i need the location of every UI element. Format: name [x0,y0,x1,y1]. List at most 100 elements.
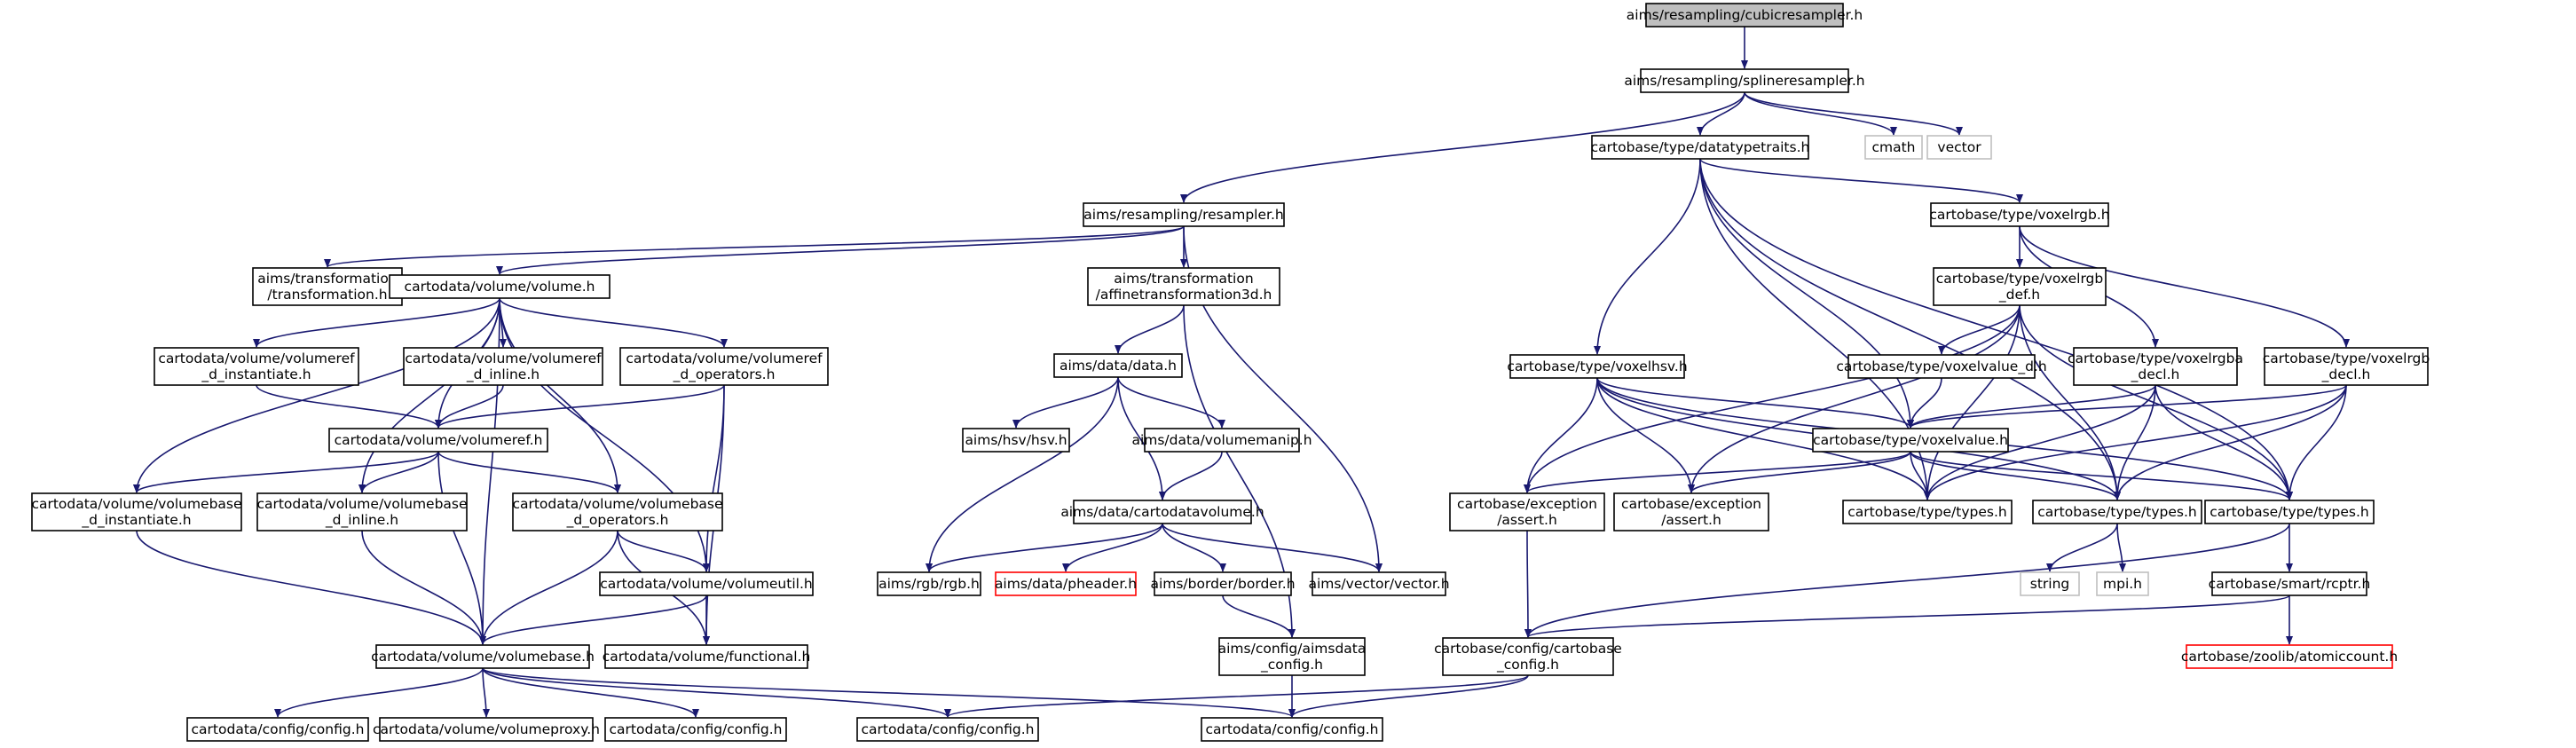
edge-dtt-to-vrgb [1699,158,2023,203]
graph-node-vref[interactable]: cartodata/volume/volumeref.h [328,428,548,453]
graph-node-cfg2[interactable]: cartodata/config/config.h [604,717,787,742]
edge-vrgb_def-to-vvd [1938,304,2021,355]
edge-resampler-to-transf [324,225,1185,268]
graph-node-dtt[interactable]: cartobase/type/datatypetraits.h [1591,135,1810,160]
node-label: cartodata/config/config.h [862,721,1035,737]
node-label: cartodata/volume/volumeref [405,350,602,366]
graph-node-assert1[interactable]: cartobase/exception/assert.h [1449,492,1605,531]
graph-node-spline[interactable]: aims/resampling/splineresampler.h [1624,68,1865,93]
edge-vbase-to-cfg4 [482,667,1296,718]
node-label: aims/transformation [257,271,397,287]
node-box [2073,347,2238,386]
edge-volume-to-vref_inst [253,297,500,348]
edge-vbase_inst-to-vbase [136,530,486,645]
node-label: _decl.h [2131,366,2180,383]
edge-data-to-cdvol [1117,376,1166,500]
graph-node-types3[interactable]: cartobase/type/types.h [2204,500,2375,524]
graph-node-vbase_inline[interactable]: cartodata/volume/volumebase_d_inline.h [256,492,468,531]
graph-node-vmanip[interactable]: aims/data/volumemanip.h [1131,428,1312,453]
graph-node-rgb[interactable]: aims/rgb/rgb.h [877,571,981,596]
graph-node-vbase_ops[interactable]: cartodata/volume/volumebase_d_operators.… [512,492,723,531]
node-label: _d_operators.h [673,366,776,383]
graph-node-aimscfg[interactable]: aims/config/aimsdata_config.h [1218,637,1367,676]
graph-node-types1[interactable]: cartobase/type/types.h [1842,500,2013,524]
graph-node-vector: vector [1926,135,1992,160]
node-label: cartodata/volume/functional.h [603,649,811,665]
graph-node-resampler[interactable]: aims/resampling/resampler.h [1083,202,1285,227]
node-box [604,717,787,742]
graph-node-vhsv[interactable]: cartobase/type/voxelhsv.h [1507,354,1688,379]
node-label: cartobase/type/voxelvalue.h [1813,432,2008,448]
graph-node-cdvol[interactable]: aims/data/cartodatavolume.h [1060,500,1264,524]
edge-types2-to-mpi [2116,523,2126,572]
graph-node-cfg3[interactable]: cartodata/config/config.h [856,717,1039,742]
graph-node-vref_ops[interactable]: cartodata/volume/volumeref_d_operators.h [619,347,829,386]
graph-node-avector[interactable]: aims/vector/vector.h [1308,571,1450,596]
graph-node-vrgb_decl[interactable]: cartobase/type/voxelrgb_decl.h [2263,347,2430,386]
edge-cbcfg-to-cfg4 [1288,674,1529,718]
node-label: cmath [1871,139,1915,155]
node-box [1201,717,1383,742]
node-box [375,644,590,669]
graph-node-atomic[interactable]: cartobase/zoolib/atomiccount.h [2181,644,2398,669]
edge-vval-to-types1 [1910,451,1931,500]
graph-node-affine[interactable]: aims/transformation/affinetransformation… [1087,267,1280,306]
node-label: /transformation.h [267,287,387,303]
graph-node-vref_inst[interactable]: cartodata/volume/volumeref_d_instantiate… [154,347,359,386]
graph-node-pheader[interactable]: aims/data/pheader.h [995,571,1137,596]
node-label: cartobase/type/voxelrgb [2263,350,2430,366]
edge-resampler-to-volume [496,225,1185,275]
edge-vrgba_decl-to-vval [1907,384,2156,429]
edge-types3-to-cbcfg [1524,523,2290,638]
node-label: cartodata/volume/volumeref [626,350,823,366]
node-layer: aims/resampling/cubicresampler.h aims/res… [31,3,2430,742]
edge-dtt-to-vhsv [1594,158,1701,355]
node-box [1812,428,2009,453]
node-label: _d_inline.h [325,512,398,529]
graph-node-vbase[interactable]: cartodata/volume/volumebase.h [371,644,595,669]
node-label: aims/vector/vector.h [1308,576,1449,592]
graph-node-types2[interactable]: cartobase/type/types.h [2032,500,2202,524]
graph-node-border[interactable]: aims/border/border.h [1150,571,1296,596]
edge-volume-to-vbase_ops [499,297,621,493]
node-label: _d_inline.h [466,366,540,383]
edge-vrgb_def-to-types2 [2019,304,2121,500]
node-label: aims/resampling/cubicresampler.h [1627,7,1863,23]
node-box [962,428,1070,453]
node-box [1442,637,1614,676]
graph-node-vval[interactable]: cartobase/type/voxelvalue.h [1812,428,2009,453]
graph-node-cbcfg[interactable]: cartobase/config/cartobase_config.h [1434,637,1622,676]
node-label: cartobase/zoolib/atomiccount.h [2181,649,2398,665]
node-label: _d_instantiate.h [201,366,311,383]
graph-node-data[interactable]: aims/data/data.h [1053,353,1183,378]
node-label: string [2030,576,2070,592]
graph-node-functional[interactable]: cartodata/volume/functional.h [603,644,811,669]
graph-node-hsv[interactable]: aims/hsv/hsv.h [962,428,1070,453]
graph-node-cfg4[interactable]: cartodata/config/config.h [1201,717,1383,742]
graph-node-vrgb_def[interactable]: cartobase/type/voxelrgb_def.h [1933,267,2107,306]
graph-node-volume[interactable]: cartodata/volume/volume.h [389,274,611,299]
graph-node-vrgb[interactable]: cartobase/type/voxelrgb.h [1929,202,2110,227]
graph-node-vbase_inst[interactable]: cartodata/volume/volumebase_d_instantiat… [31,492,242,531]
edge-spline-to-resampler [1180,91,1745,203]
node-box [2211,571,2367,596]
graph-node-rcptr[interactable]: cartobase/smart/rcptr.h [2209,571,2371,596]
graph-node-vproxy[interactable]: cartodata/volume/volumeproxy.h [373,717,600,742]
graph-node-vutil[interactable]: cartodata/volume/volumeutil.h [599,571,814,596]
node-box [2096,571,2149,596]
node-box [2186,644,2393,669]
node-box [379,717,594,742]
graph-node-assert2[interactable]: cartobase/exception/assert.h [1613,492,1769,531]
graph-node-cfg1[interactable]: cartodata/config/config.h [186,717,369,742]
node-label: _config.h [1260,657,1323,673]
edge-affine-to-data [1115,304,1185,354]
node-box [186,717,369,742]
graph-node-vrgba_decl[interactable]: cartobase/type/voxelrgba_decl.h [2068,347,2243,386]
node-box [1847,354,2036,379]
node-label: cartodata/config/config.h [610,721,783,737]
graph-node-transf[interactable]: aims/transformation/transformation.h [252,267,403,306]
graph-node-vref_inline[interactable]: cartodata/volume/volumeref_d_inline.h [403,347,603,386]
edge-assert1-to-cbcfg [1524,530,1532,638]
graph-node-cubic[interactable]: aims/resampling/cubicresampler.h [1627,3,1863,28]
graph-node-vvd[interactable]: cartobase/type/voxelvalue_d.h [1836,354,2047,379]
